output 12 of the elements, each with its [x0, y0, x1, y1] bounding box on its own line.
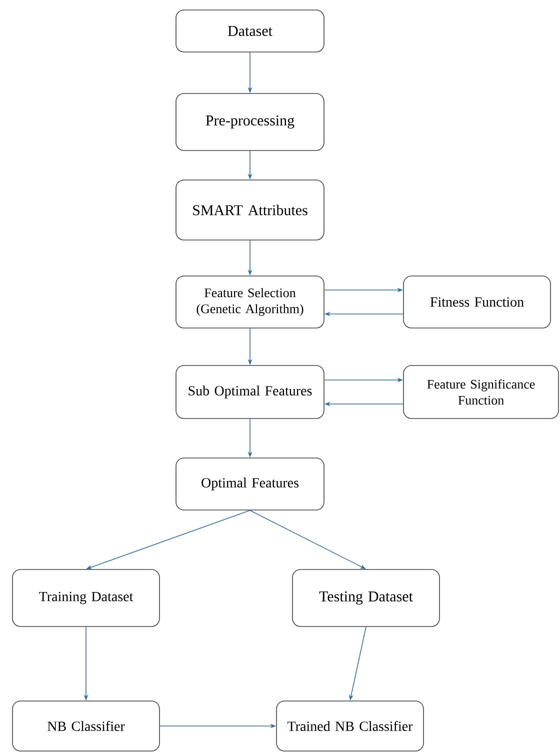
process-box: Fitness Function [403, 276, 551, 328]
process-box: Feature Significance Function [403, 365, 559, 419]
process-box: Feature Selection (Genetic Algorithm) [176, 276, 324, 328]
process-box: Training Dataset [12, 569, 160, 627]
process-box: SMART Attributes [176, 180, 324, 240]
process-box: Testing Dataset [292, 569, 440, 627]
process-box: Sub Optimal Features [176, 365, 324, 419]
process-box: Trained NB Classifier [276, 700, 424, 752]
process-box: NB Classifier [12, 700, 160, 752]
process-box: Optimal Features [176, 458, 324, 510]
process-box: Dataset [176, 10, 324, 52]
process-box: Pre-processing [176, 93, 324, 151]
